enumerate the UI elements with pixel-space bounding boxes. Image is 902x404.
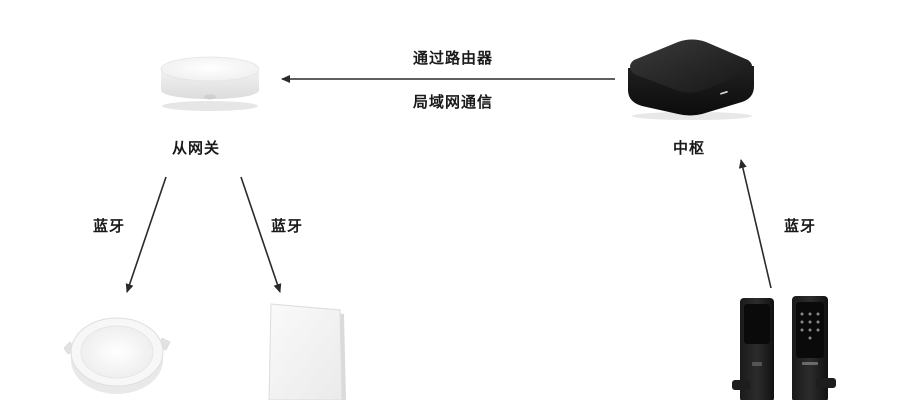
sub-gateway-device (152, 52, 268, 112)
wall-switch-icon (268, 303, 346, 401)
edge-label-bluetooth-downlight: 蓝牙 (93, 217, 126, 235)
wall-switch-device (266, 300, 350, 401)
hub-device (620, 30, 760, 122)
smart-door-lock-icon (732, 296, 836, 402)
edge-label-bluetooth-switch: 蓝牙 (271, 217, 304, 235)
sub-gateway-label: 从网关 (172, 139, 221, 157)
hub-icon (628, 39, 754, 120)
edge-label-router-line1: 通过路由器 (413, 49, 494, 67)
arrow-door-lock-to-hub (738, 159, 772, 289)
edge-label-bluetooth-lock: 蓝牙 (784, 217, 817, 235)
arrow-sub-gateway-to-downlight (125, 176, 167, 293)
edge-label-router-line2: 局域网通信 (413, 93, 494, 111)
hub-label: 中枢 (673, 139, 706, 157)
sub-gateway-icon (160, 56, 260, 111)
smart-door-lock-device (728, 290, 838, 402)
downlight-device (62, 302, 172, 400)
downlight-icon (63, 317, 171, 394)
